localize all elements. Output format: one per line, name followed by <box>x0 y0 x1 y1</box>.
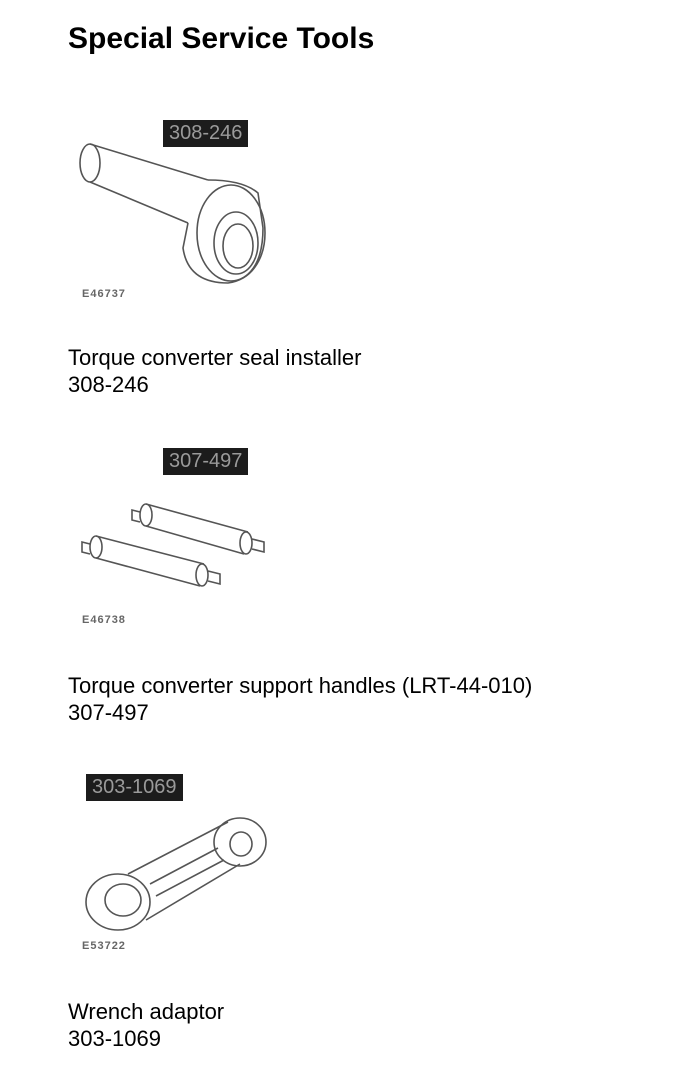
tool-name: Wrench adaptor <box>68 999 225 1024</box>
image-code: E53722 <box>82 940 126 952</box>
tool-illustration: 303-1069 E53722 <box>68 772 288 962</box>
tool-tag: 307-497 <box>163 448 249 475</box>
tool-entry-support-handles: 307-497 E46738 Torque converter support … <box>68 446 668 726</box>
tool-tag: 303-1069 <box>86 774 183 801</box>
page-title: Special Service Tools <box>68 22 375 55</box>
tool-illustration: 308-246 E46737 <box>68 118 288 308</box>
support-handles-drawing <box>81 503 265 587</box>
image-code: E46738 <box>82 614 126 626</box>
seal-installer-drawing <box>79 143 266 284</box>
tool-illustration: 307-497 E46738 <box>68 446 288 636</box>
image-code: E46737 <box>82 288 126 300</box>
tool-number: 308-246 <box>68 372 149 397</box>
tool-name: Torque converter support handles (LRT-44… <box>68 673 533 698</box>
tool-tag: 308-246 <box>163 120 249 147</box>
tool-entry-seal-installer: 308-246 E46737 Torque converter seal ins… <box>68 118 668 398</box>
tool-entry-wrench-adaptor: 303-1069 E53722 Wrench adaptor 303-1069 <box>68 772 668 1052</box>
tool-number: 307-497 <box>68 700 149 725</box>
tool-name: Torque converter seal installer <box>68 345 362 370</box>
wrench-adaptor-drawing <box>85 817 267 931</box>
tool-number: 303-1069 <box>68 1026 161 1051</box>
